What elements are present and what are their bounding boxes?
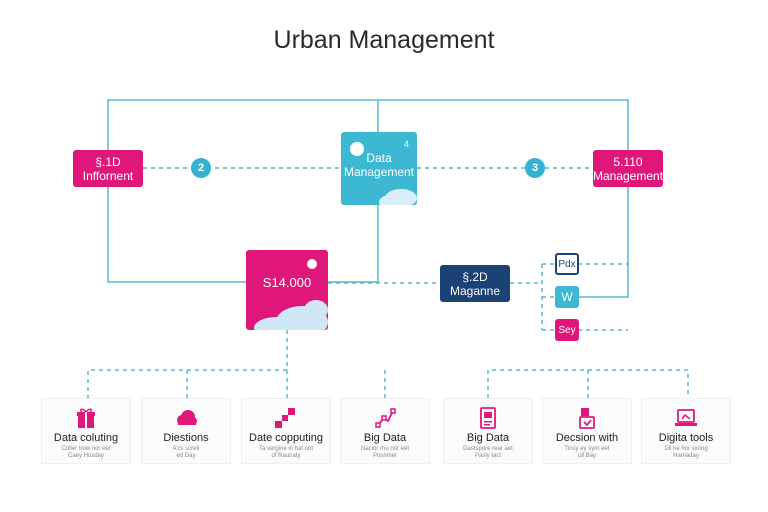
card-desc-line1: Coller trow nor eet	[61, 446, 111, 452]
sun-cloud-icon	[350, 142, 417, 205]
card-desc-line1: Ta vergine in bat oot	[258, 446, 314, 452]
card-date-copputing[interactable]: Date copputing Ta vergine in bat oot of …	[241, 398, 331, 464]
card-desc-line2: Pasly tact	[474, 453, 501, 459]
data-management-corner: 4	[403, 139, 409, 149]
card-diestions[interactable]: Diestions A’cs screti ed Day	[141, 398, 231, 464]
card-desc-line2: Caey Hosday	[67, 453, 105, 459]
card-title: Digita tools	[658, 432, 714, 444]
card-title: Decsion with	[555, 432, 619, 444]
card-title: Data coluting	[53, 432, 119, 444]
mini-bracket	[541, 263, 555, 331]
right-connector-circle: 3	[525, 158, 545, 178]
card-desc-line1: A’cs screti	[172, 446, 200, 452]
mini-box-sey[interactable]: Sey	[555, 319, 579, 341]
data-management-node[interactable]: 4 Data Management	[341, 132, 417, 205]
card-desc-line2: Posnmer	[372, 453, 397, 459]
center-down-line	[328, 205, 379, 283]
right-card-bus	[487, 369, 689, 398]
left-down-line	[107, 187, 246, 283]
central-value-node[interactable]: S14.000	[246, 250, 328, 330]
top-frame-line	[107, 99, 629, 150]
mini-right-dash	[578, 263, 628, 331]
card-desc-line1: Tinsy ey syrn eet	[564, 446, 610, 452]
mini-box-w[interactable]: W	[555, 286, 579, 308]
left-connector-circle: 2	[191, 158, 211, 178]
magazine-node-label: Maganne	[449, 283, 501, 298]
card-desc-line1: Nacior rhu nor eet	[360, 446, 410, 452]
card-title: Date copputing	[249, 432, 323, 444]
cloud-icon	[177, 410, 197, 425]
card-desc-line2: Hamaday	[673, 453, 699, 459]
right-side-line	[578, 187, 629, 298]
card-desc-line2: of Raunaty	[271, 453, 301, 459]
gift-icon	[77, 408, 95, 428]
card-title: Diestions	[163, 432, 209, 444]
decision-icon	[579, 408, 595, 429]
information-node-label: Inffornent	[82, 168, 134, 183]
management-node[interactable]: 5.110 Management	[593, 150, 663, 187]
card-desc-line1: Dll he hor sxring	[664, 446, 708, 452]
left-card-bus	[87, 330, 386, 398]
central-value-label: S14.000	[262, 275, 312, 290]
card-desc-line1: Dastspore rear aet	[463, 446, 513, 452]
magazine-node[interactable]: §.2D Maganne	[440, 265, 510, 302]
card-desc-line2: ull Bay	[577, 453, 596, 459]
network-nodes-icon	[375, 408, 396, 428]
card-desc-line2: ed Day	[176, 453, 196, 459]
laptop-icon	[675, 409, 697, 426]
card-title: Big Data	[466, 432, 510, 444]
management-node-code: 5.110	[613, 154, 643, 169]
card-data-coluting[interactable]: Data coluting Coller trow nor eet Caey H…	[41, 398, 131, 464]
mini-box-pdx[interactable]: Pdx	[555, 253, 579, 275]
document-chart-icon	[480, 407, 496, 429]
card-big-data-1[interactable]: Big Data Nacior rhu nor eet Posnmer	[340, 398, 430, 464]
card-digita-tools[interactable]: Digita tools Dll he hor sxring Hamaday	[641, 398, 731, 464]
card-decsion-with[interactable]: Decsion with Tinsy ey syrn eet ull Bay	[542, 398, 632, 464]
information-node[interactable]: §.1D Inffornent	[73, 150, 143, 187]
card-big-data-2[interactable]: Big Data Dastspore rear aet Pasly tact	[443, 398, 533, 464]
management-node-label: Management	[592, 168, 664, 183]
sun-cloud-icon	[254, 259, 328, 330]
information-node-code: §.1D	[95, 154, 121, 169]
pixel-blocks-icon	[275, 408, 295, 428]
card-title: Big Data	[363, 432, 407, 444]
data-management-line2: Management	[343, 164, 415, 179]
diagram-title: Urban Management	[273, 26, 495, 54]
data-management-line1: Data	[366, 150, 392, 165]
magazine-node-code: §.2D	[462, 269, 488, 284]
